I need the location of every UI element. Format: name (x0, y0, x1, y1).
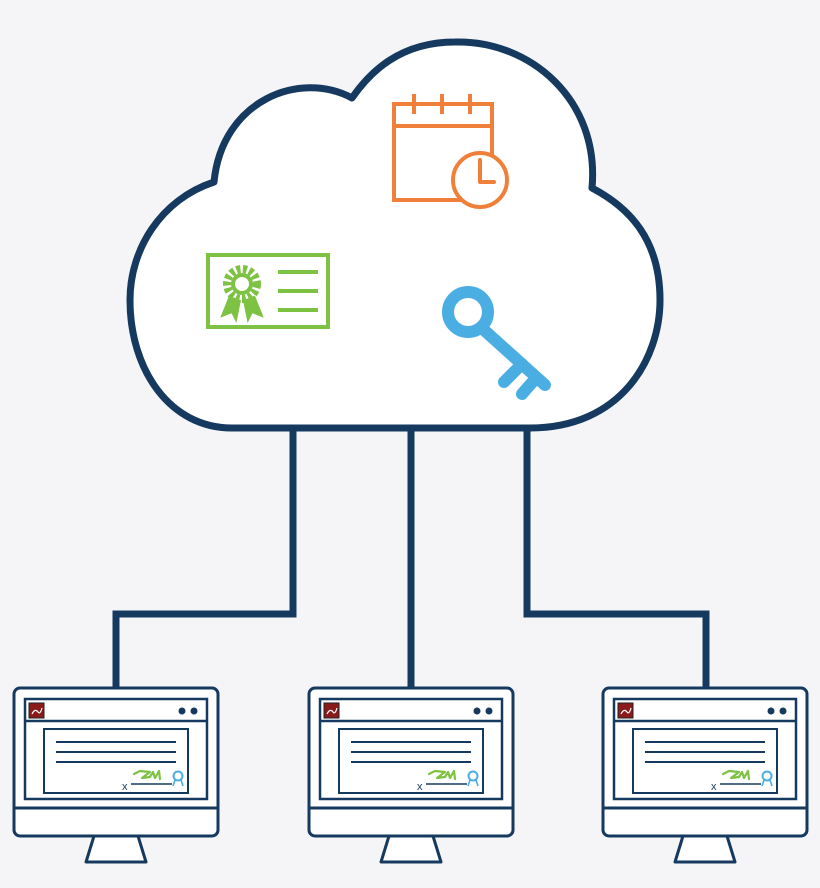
window-dot (767, 707, 775, 715)
window-dot (178, 707, 186, 715)
connector-right (523, 428, 710, 690)
seal-icon (467, 770, 479, 782)
seal-icon (761, 770, 773, 782)
app-logo-mark (326, 707, 338, 715)
monitor-stand (379, 835, 443, 864)
cloud-outline (126, 38, 664, 432)
seal-icon (172, 770, 184, 782)
seal-ribbon (761, 779, 773, 787)
window-dot (473, 707, 481, 715)
signature-scribble (721, 769, 751, 781)
signature-marker: x (417, 781, 423, 793)
app-logo-mark (620, 707, 632, 715)
certificate-icon (206, 253, 330, 329)
seal-ribbon (172, 779, 184, 787)
window-dot (190, 707, 198, 715)
monitor-stand (84, 835, 148, 864)
connector-left (112, 428, 297, 690)
monitor-left: x (12, 686, 220, 864)
signature-marker: x (711, 781, 717, 793)
network-connectors (112, 428, 710, 690)
key-icon (442, 286, 551, 400)
window-dot (779, 707, 787, 715)
window-dot (485, 707, 493, 715)
seal-ribbon (467, 779, 479, 787)
monitor-center: x (307, 686, 515, 864)
monitor-right: x (601, 686, 809, 864)
calendar-clock-icon (392, 94, 509, 209)
signature-scribble (132, 769, 162, 781)
signature-scribble (427, 769, 457, 781)
app-logo-mark (31, 707, 43, 715)
monitor-stand (673, 835, 737, 864)
signature-marker: x (122, 781, 128, 793)
